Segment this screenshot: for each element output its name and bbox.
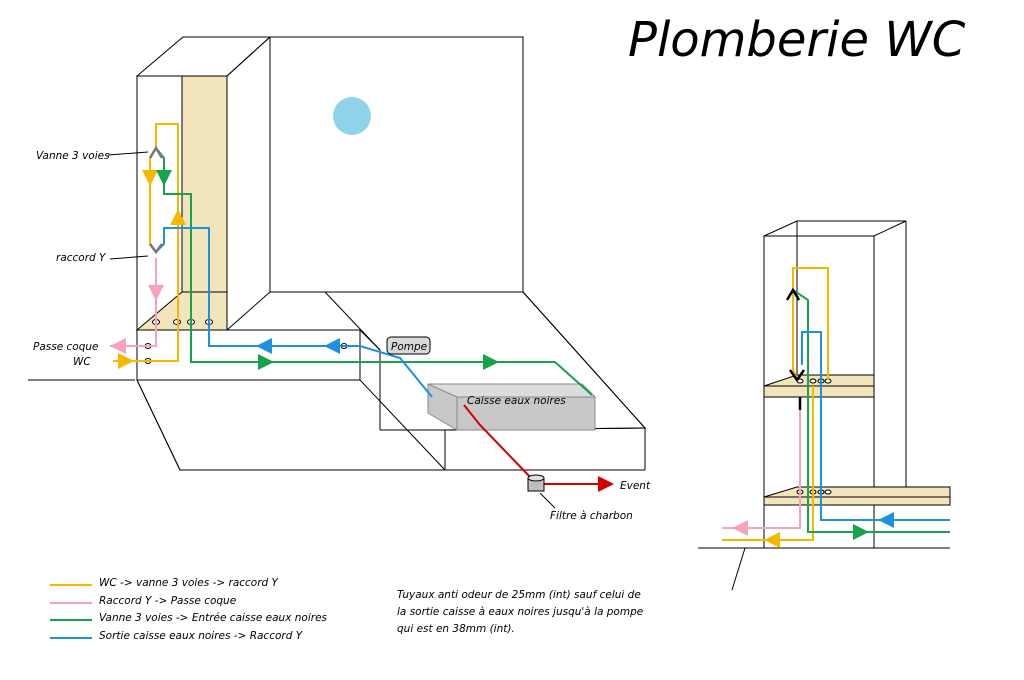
legend-label-green: Vanne 3 voies -> Entrée caisse eaux noir… <box>99 612 328 624</box>
legend-swatch-blue <box>50 636 92 639</box>
label-event: Event <box>620 480 651 492</box>
label-pompe: Pompe <box>391 341 427 353</box>
legend-item-green: Vanne 3 voies -> Entrée caisse eaux noir… <box>50 611 370 629</box>
legend-swatch-green <box>50 619 92 621</box>
legend-label-pink: Raccord Y -> Passe coque <box>99 594 237 607</box>
pipe-blue <box>155 227 433 398</box>
legend-label-blue: Sortie caisse eaux noires -> Raccord Y <box>99 629 303 642</box>
label-filtre-charbon: Filtre à charbon <box>550 510 633 522</box>
legend-item-yellow: WC -> vanne 3 voies -> raccord Y <box>50 576 370 594</box>
legend-swatch-pink <box>50 601 92 604</box>
label-vanne-3-voies: Vanne 3 voies <box>36 150 110 162</box>
label-caisse-eaux-noires: Caisse eaux noires <box>467 395 566 407</box>
porthole-icon <box>333 97 371 135</box>
label-wc: WC <box>73 356 91 368</box>
pipes-main <box>110 123 614 492</box>
pipes-side <box>722 267 950 548</box>
cabinet-wood-panel <box>181 75 228 293</box>
main-scene <box>28 36 647 471</box>
legend-swatch-yellow <box>50 584 92 586</box>
side-view <box>698 220 951 591</box>
charcoal-filter-icon <box>527 474 545 492</box>
pump-box <box>386 336 431 355</box>
label-raccord-y: raccord Y <box>56 252 107 264</box>
leader-lines <box>107 151 149 260</box>
legend-item-pink: Raccord Y -> Passe coque <box>50 594 370 612</box>
legend-label-yellow: WC -> vanne 3 voies -> raccord Y <box>99 577 278 589</box>
pipe-red-vent <box>463 404 534 481</box>
legend: WC -> vanne 3 voies -> raccord Y Raccord… <box>50 576 370 646</box>
label-passe-coque: Passe coque <box>33 341 98 353</box>
page-title: Plomberie WC <box>628 12 966 68</box>
legend-item-blue: Sortie caisse eaux noires -> Raccord Y <box>50 629 370 647</box>
side-shelf-lower <box>763 486 951 506</box>
back-wall <box>269 36 524 293</box>
pipe-note: Tuyaux anti odeur de 25mm (int) sauf cel… <box>397 589 644 635</box>
step-front <box>136 329 361 381</box>
cabinet-top <box>135 36 272 77</box>
